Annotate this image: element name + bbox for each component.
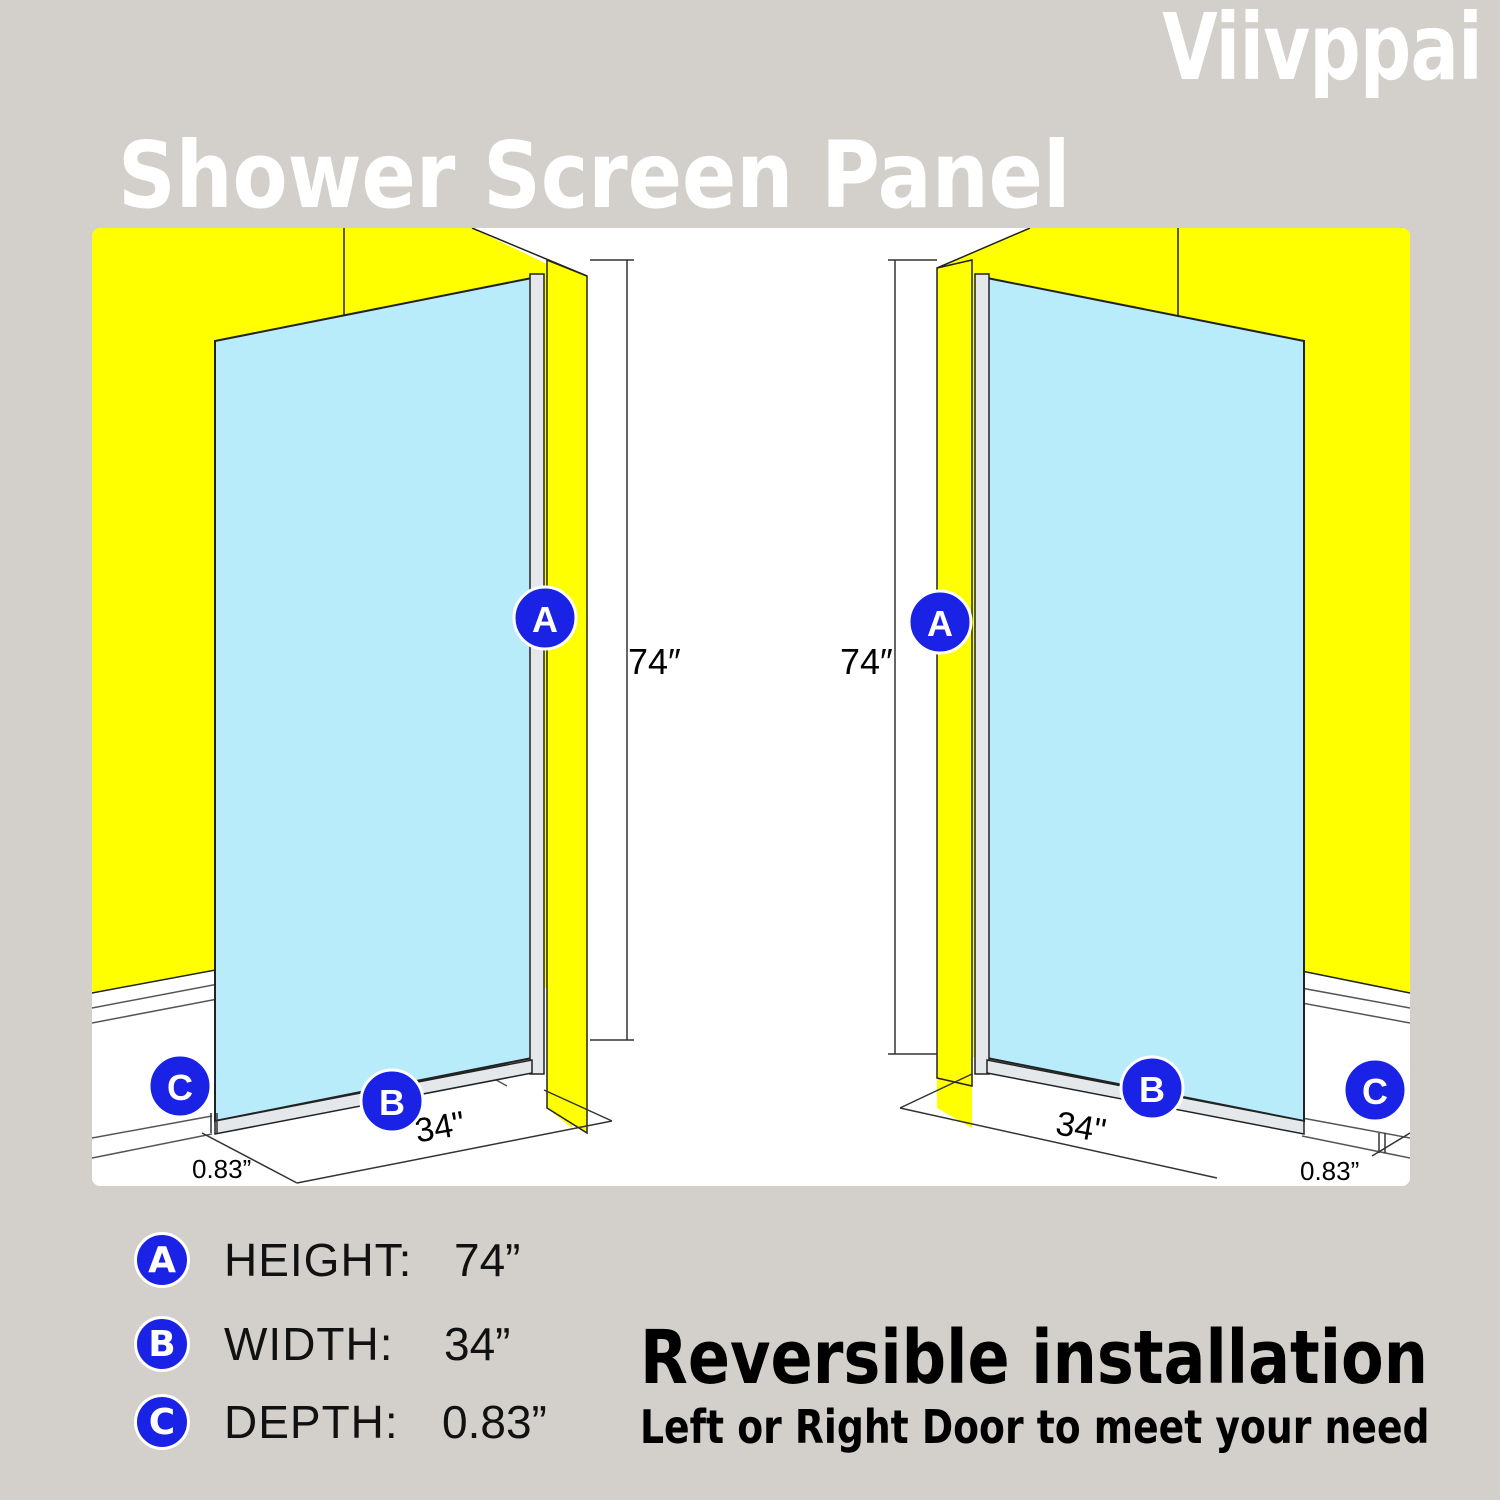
tagline-subtitle: Left or Right Door to meet your need <box>640 1400 1430 1454</box>
legend-depth-label: DEPTH: <box>224 1396 399 1448</box>
legend-width-label: WIDTH: <box>224 1318 394 1370</box>
legend-badge-a: A <box>134 1232 190 1288</box>
right-width-dimension: 34" <box>1053 1104 1109 1150</box>
tagline: Reversible installation <box>640 1315 1429 1401</box>
legend-width: B WIDTH: 34” <box>134 1314 510 1374</box>
right-badge-a-label: A <box>927 603 953 644</box>
left-view: 74″ 34" 0.83” A B C <box>92 228 681 1184</box>
right-badge-b-label: B <box>1139 1069 1165 1110</box>
left-depth-dimension: 0.83” <box>192 1154 251 1184</box>
left-badge-a-label: A <box>532 599 558 640</box>
legend-width-value: 34” <box>444 1318 511 1370</box>
legend-depth: C DEPTH: 0.83” <box>134 1392 547 1452</box>
left-badge-b <box>359 1068 425 1134</box>
right-badge-c <box>1342 1057 1408 1123</box>
right-badge-b <box>1119 1055 1185 1121</box>
legend-height-label: HEIGHT: <box>224 1234 413 1286</box>
installation-diagram: 74″ 34" 0.83” A B C <box>92 228 1410 1186</box>
legend-depth-value: 0.83” <box>442 1396 547 1448</box>
right-badge-c-label: C <box>1362 1071 1388 1112</box>
brand-logo: Viivppai <box>1162 0 1483 101</box>
legend-badge-c: C <box>134 1394 190 1450</box>
right-depth-dimension: 0.83” <box>1300 1156 1359 1186</box>
left-badge-c <box>147 1053 213 1119</box>
legend-height: A HEIGHT: 74” <box>134 1230 520 1290</box>
legend-height-value: 74” <box>454 1234 521 1286</box>
right-height-dimension: 74″ <box>840 641 893 682</box>
right-badge-a <box>907 589 973 655</box>
legend-badge-b: B <box>134 1316 190 1372</box>
right-glass-panel <box>986 276 1305 1123</box>
left-glass-panel <box>214 276 533 1123</box>
left-badge-b-label: B <box>379 1082 405 1123</box>
left-badge-c-label: C <box>167 1067 193 1108</box>
page-title: Shower Screen Panel <box>118 122 1071 229</box>
right-view: 74″ 34" 0.83” A B C <box>840 228 1410 1186</box>
left-height-dimension: 74″ <box>628 641 681 682</box>
left-badge-a <box>512 585 578 651</box>
